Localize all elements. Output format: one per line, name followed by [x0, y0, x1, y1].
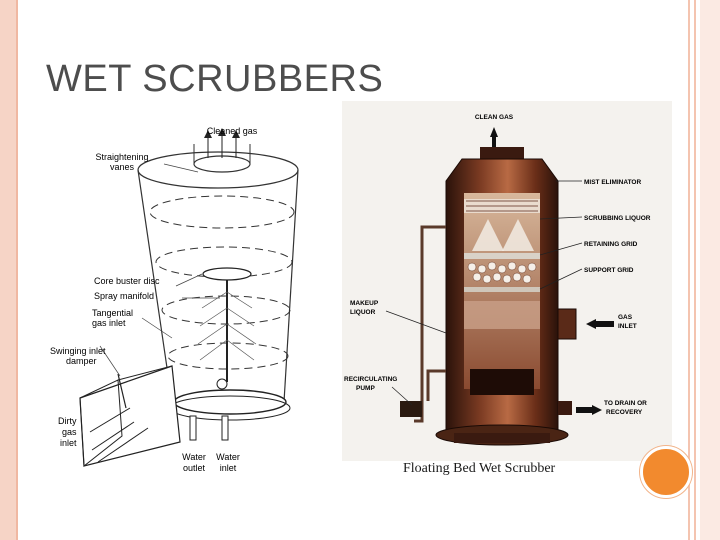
label-dirty: Dirty	[58, 416, 77, 426]
label-scrubbing-liquor: SCRUBBING LIQUOR	[584, 215, 651, 222]
figure-caption: Floating Bed Wet Scrubber	[403, 461, 556, 476]
label-to-drain: TO DRAIN OR	[604, 400, 647, 407]
label-pump: PUMP	[356, 385, 375, 392]
label-vanes: vanes	[110, 162, 135, 172]
label-inlet: inlet	[60, 438, 77, 448]
floating-bed-scrubber-photo: CLEAN GAS MIST ELIMINATOR SCRUBBING LIQU…	[342, 101, 672, 461]
label-water-outlet-2: outlet	[183, 463, 206, 473]
label-inlet: INLET	[618, 323, 637, 330]
label-damper: damper	[66, 356, 97, 366]
label-makeup: MAKEUP	[350, 300, 379, 307]
label-recovery: RECOVERY	[606, 409, 643, 416]
cyclonic-scrubber-drawing: Cleaned gas Straightening vanes Core bus…	[50, 126, 299, 473]
label-straightening: Straightening	[95, 152, 148, 162]
label-water-inlet-2: inlet	[220, 463, 237, 473]
label-core-buster-disc: Core buster disc	[94, 276, 160, 286]
floating-bed-scrubber-drawing: CLEAN GAS MIST ELIMINATOR SCRUBBING LIQU…	[344, 114, 651, 446]
right-border-line	[694, 0, 696, 540]
label-recirculating: RECIRCULATING	[344, 376, 397, 383]
label-tangential: Tangential	[92, 308, 133, 318]
label-clean-gas: CLEAN GAS	[475, 114, 514, 121]
slide-title: WET SCRUBBERS	[46, 58, 384, 100]
label-gas-inlet: gas inlet	[92, 318, 126, 328]
label-water-inlet-1: Water	[216, 452, 240, 462]
right-border-stripe	[700, 0, 720, 540]
label-swinging-inlet: Swinging inlet	[50, 346, 106, 356]
label-retaining-grid: RETAINING GRID	[584, 241, 638, 248]
label-liquor: LIQUOR	[350, 309, 376, 316]
label-gas: GAS	[618, 314, 633, 321]
label-support-grid: SUPPORT GRID	[584, 267, 634, 274]
left-border-stripe	[0, 0, 18, 540]
cyclonic-scrubber-diagram: Cleaned gas Straightening vanes Core bus…	[22, 112, 312, 496]
label-mist-eliminator: MIST ELIMINATOR	[584, 179, 641, 186]
label-cleaned-gas: Cleaned gas	[207, 126, 258, 136]
label-spray-manifold: Spray manifold	[94, 291, 154, 301]
label-water-outlet-1: Water	[182, 452, 206, 462]
right-border-line	[688, 0, 690, 540]
label-gas: gas	[62, 427, 77, 437]
decorative-orange-circle	[640, 446, 692, 498]
